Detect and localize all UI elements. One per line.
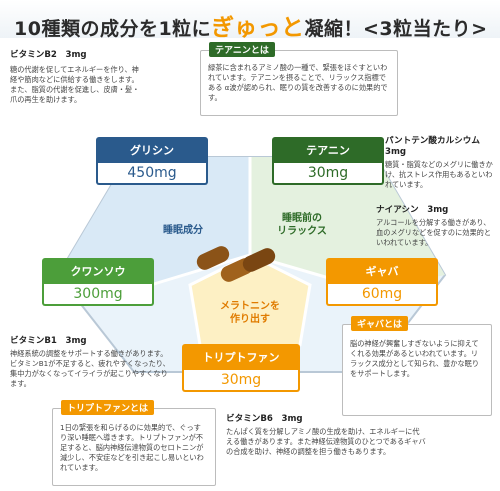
note-heading: ビタミンB2 3mg xyxy=(10,50,87,60)
ingredient-amount: 450mg xyxy=(96,163,208,185)
ingredient-amount: 60mg xyxy=(326,284,438,306)
ingredient-name: クワンソウ xyxy=(42,258,154,284)
note-niacin: ナイアシン 3mg アルコールを分解する働きがあり、血のメグリなどを促すのに効果… xyxy=(376,205,494,248)
melatonin-label: メラトニンを 作り出す xyxy=(200,300,300,326)
capsule-icons xyxy=(196,246,276,282)
ingredient-name: トリプトファン xyxy=(182,344,300,370)
melatonin-label-line1: メラトニンを xyxy=(220,301,280,312)
note-vitamin-b2: ビタミンB2 3mg 糖の代謝を促してエネルギーを作り、神経や筋肉などに供給する… xyxy=(10,50,145,105)
ingredient-amount: 30mg xyxy=(272,163,384,185)
ingredient-amount: 300mg xyxy=(42,284,154,306)
ingredient-amount: 30mg xyxy=(182,370,300,392)
title-emphasis: ぎゅっと xyxy=(211,15,305,41)
note-heading: ビタミンB1 3mg xyxy=(10,336,87,346)
box-body: 緑茶に含まれるアミノ酸の一種で、緊張をほぐすといわれています。テアニンを摂ること… xyxy=(208,63,388,102)
info-box-tryptophan: トリプトファンとは 1日の緊張を和らげるのに効果的で、ぐっすり深い睡眠へ導きます… xyxy=(52,400,216,486)
box-heading: ギャバとは xyxy=(351,316,409,331)
box-heading: テアニンとは xyxy=(209,42,275,57)
note-vitamin-b6: ビタミンB6 3mg たんぱく質を分解しアミノ酸の生成を助け、エネルギーに代える… xyxy=(226,414,426,457)
note-pantothenate: パントテン酸カルシウム 3mg 糖質・脂質などのメグリに働きかけ、抗ストレス作用… xyxy=(385,136,493,190)
info-box-gaba: ギャバとは 脳の神経が興奮しすぎないように抑えてくれる効果があるといわれています… xyxy=(342,316,492,416)
title-prefix: 10種類の成分を1粒に xyxy=(14,18,212,40)
ingredient-theanine: テアニン 30mg xyxy=(272,137,384,185)
ingredient-name: グリシン xyxy=(96,137,208,163)
note-body: たんぱく質を分解しアミノ酸の生成を助け、エネルギーに代える働きがあります。また神… xyxy=(226,427,426,456)
note-heading: ナイアシン 3mg xyxy=(376,205,449,215)
note-body: 糖質・脂質などのメグリに働きかけ、抗ストレス作用もあるといわれています。 xyxy=(385,160,493,189)
ingredient-glycine: グリシン 450mg xyxy=(96,137,208,185)
relax-label: 睡眠前の リラックス xyxy=(262,212,342,238)
page-title: 10種類の成分を1粒にぎゅっと凝縮！<3粒当たり> xyxy=(14,8,488,42)
title-suffix: 凝縮！<3粒当たり> xyxy=(304,18,488,40)
relax-segment xyxy=(250,157,445,290)
ingredient-name: ギャバ xyxy=(326,258,438,284)
box-heading: トリプトファンとは xyxy=(61,400,155,415)
relax-label-line2: リラックス xyxy=(277,226,327,237)
ingredient-kuwanso: クワンソウ 300mg xyxy=(42,258,154,306)
ingredient-gaba: ギャバ 60mg xyxy=(326,258,438,306)
box-body: 脳の神経が興奮しすぎないように抑えてくれる効果があるといわれています。リラックス… xyxy=(350,339,480,378)
sleep-label: 睡眠成分 xyxy=(163,225,203,236)
note-body: 糖の代謝を促してエネルギーを作り、神経や筋肉などに供給する働きをします。また、脂… xyxy=(10,65,140,104)
box-body: 1日の緊張を和らげるのに効果的で、ぐっすり深い睡眠へ導きます。トリプトファンが不… xyxy=(60,423,204,472)
title-bar xyxy=(0,0,500,38)
note-vitamin-b1: ビタミンB1 3mg 神経系統の調整をサポートする働きがあります。ビタミンB1が… xyxy=(10,336,170,389)
note-body: 神経系統の調整をサポートする働きがあります。ビタミンB1が不足すると、疲れやすく… xyxy=(10,349,170,388)
ingredient-name: テアニン xyxy=(272,137,384,163)
ingredient-tryptophan: トリプトファン 30mg xyxy=(182,344,300,392)
melatonin-label-line2: 作り出す xyxy=(230,314,270,325)
note-heading: ビタミンB6 3mg xyxy=(226,414,303,424)
note-body: アルコールを分解する働きがあり、血のメグリなどを促すのに効果的といわれています。 xyxy=(376,218,492,247)
info-box-theanine: テアニンとは 緑茶に含まれるアミノ酸の一種で、緊張をほぐすといわれています。テア… xyxy=(200,42,398,116)
relax-label-line1: 睡眠前の xyxy=(282,213,322,224)
note-heading: パントテン酸カルシウム 3mg xyxy=(385,136,489,157)
